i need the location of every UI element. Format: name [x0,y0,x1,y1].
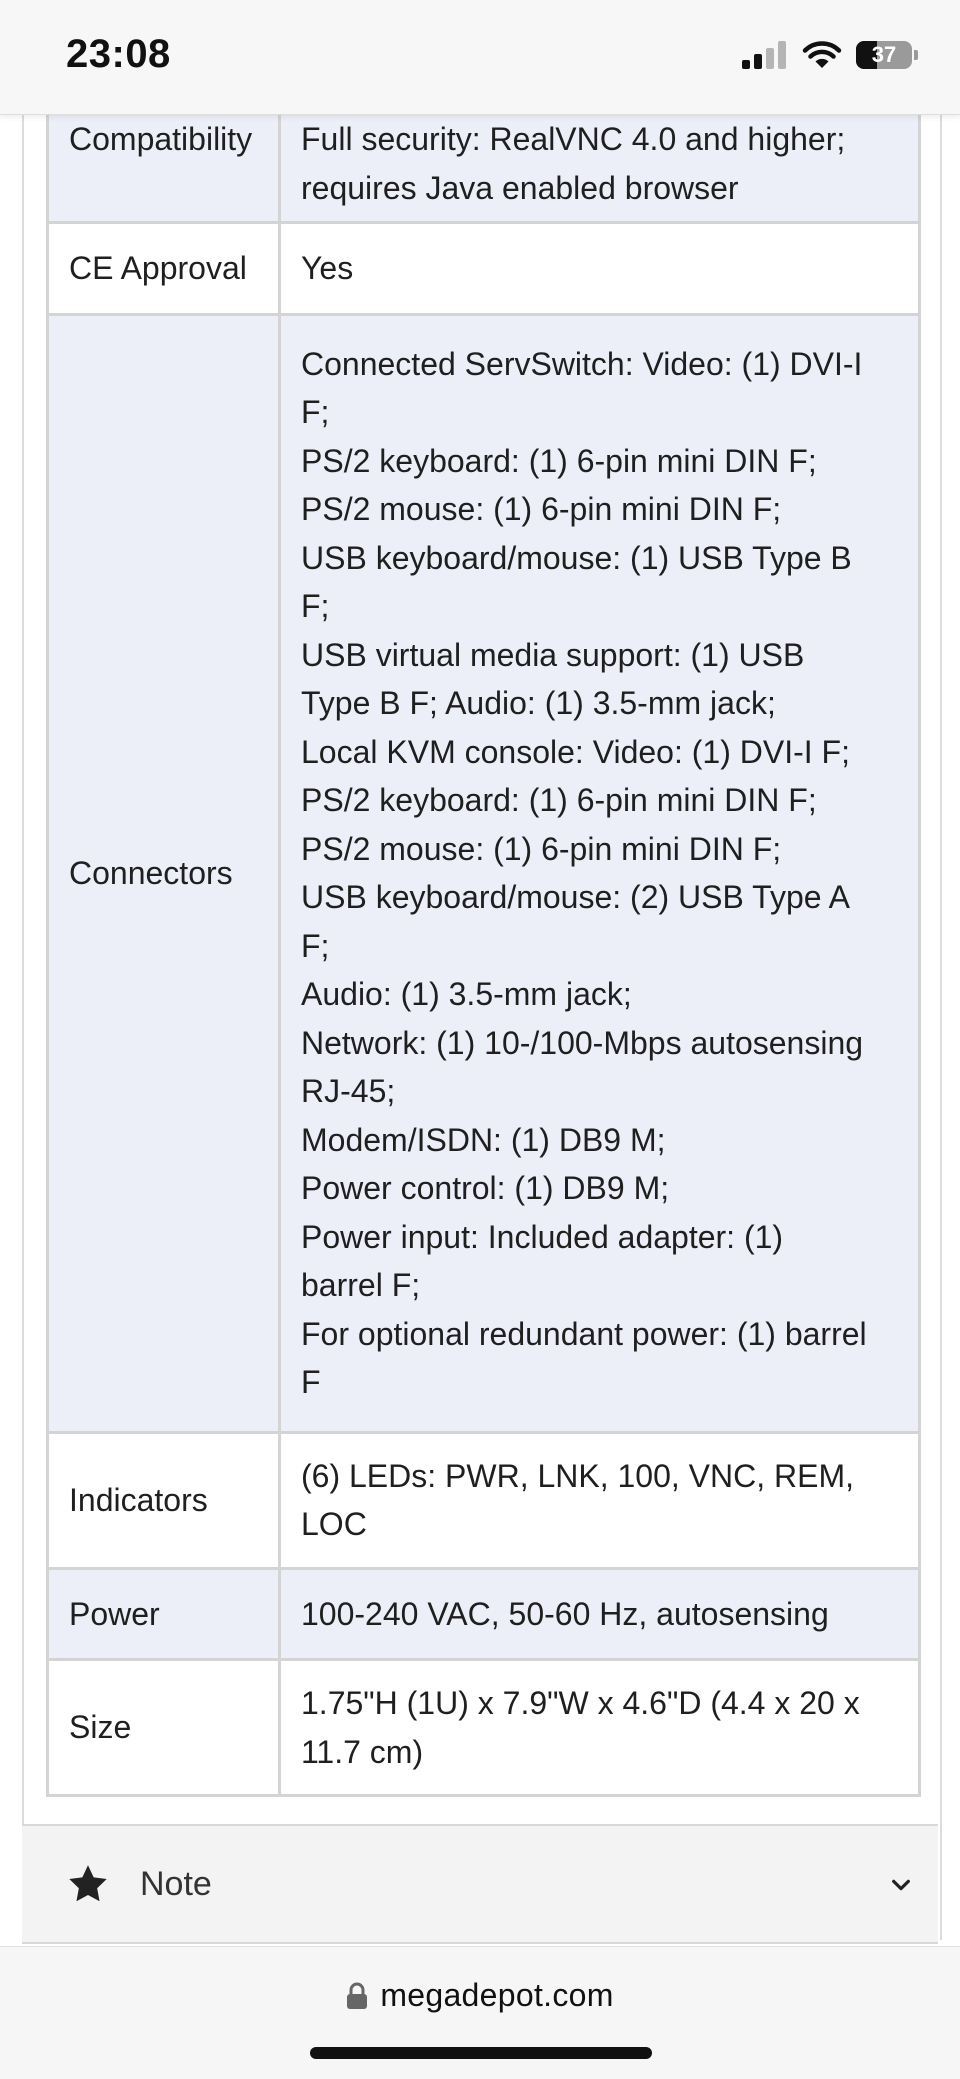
spec-value-line: Audio: (1) 3.5-mm jack; [301,976,632,1012]
spec-value: 100-240 VAC, 50-60 Hz, autosensing [278,1566,921,1661]
table-row: Connectors Connected ServSwitch: Video: … [46,312,921,1434]
url-text: megadepot.com [380,1977,614,2013]
status-time: 23:08 [66,32,171,76]
spec-value-line: Modem/ISDN: (1) DB9 M; [301,1121,666,1158]
spec-value-line: Connected ServSwitch: Video: (1) DVI-I [301,345,863,382]
spec-value-line: barrel F; [301,1267,421,1303]
wifi-icon [802,41,842,68]
spec-value-line: F [301,1364,321,1400]
spec-label: Size [46,1658,281,1797]
url-display[interactable]: megadepot.com [0,1977,960,2014]
spec-value: (6) LEDs: PWR, LNK, 100, VNC, REM, LOC [278,1430,921,1570]
spec-value-line: requires Java enabled browser [301,169,739,206]
spec-label: Connectors [46,312,281,1434]
spec-value-line: F; [301,588,330,624]
specifications-table: Compatibility Full security: RealVNC 4.0… [46,60,921,1797]
spec-value-line: Power control: (1) DB9 M; [301,1170,670,1206]
spec-value-line: LOC [301,1506,367,1542]
battery-icon: 37 [856,41,912,69]
spec-value-line: 100-240 VAC, 50-60 Hz, autosensing [301,1595,829,1632]
spec-label: Indicators [46,1430,281,1570]
spec-value: 1.75"H (1U) x 7.9"W x 4.6"D (4.4 x 20 x … [278,1658,921,1797]
spec-value-line: F; [301,927,330,964]
home-indicator[interactable] [310,2047,652,2059]
spec-value-line: USB virtual media support: (1) USB [301,636,805,673]
ios-status-bar: 23:08 37 [0,0,960,115]
chevron-down-icon[interactable] [890,1874,912,1896]
note-accordion[interactable]: Note [22,1824,938,1944]
spec-value-line: RJ-45; [301,1073,396,1109]
spec-value-line: For optional redundant power: (1) barrel [301,1315,867,1352]
browser-address-bar[interactable]: megadepot.com [0,1946,960,2079]
product-specs-card: Compatibility Full security: RealVNC 4.0… [22,0,942,1940]
status-icons: 37 [742,40,918,70]
spec-value-line: USB keyboard/mouse: (2) USB Type A [301,879,850,915]
spec-value-line: Type B F; Audio: (1) 3.5-mm jack; [301,685,776,721]
spec-value-line: Network: (1) 10-/100-Mbps autosensing [301,1024,864,1061]
cellular-signal-icon [742,41,786,69]
spec-value-line: PS/2 mouse: (1) 6-pin mini DIN F; [301,830,782,867]
table-row: Size 1.75"H (1U) x 7.9"W x 4.6"D (4.4 x … [46,1658,921,1797]
spec-value-line: USB keyboard/mouse: (1) USB Type B [301,539,852,576]
star-icon [69,1865,107,1902]
spec-label: CE Approval [46,221,281,316]
battery-tip [914,50,918,60]
spec-value-line: 1.75"H (1U) x 7.9"W x 4.6"D (4.4 x 20 x [301,1685,860,1721]
spec-value: Connected ServSwitch: Video: (1) DVI-I F… [278,312,921,1434]
spec-value-line: PS/2 mouse: (1) 6-pin mini DIN F; [301,491,782,527]
spec-value-line: Full security: RealVNC 4.0 and higher; [301,121,846,157]
lock-icon [347,1982,368,2009]
table-row: Power 100-240 VAC, 50-60 Hz, autosensing [46,1566,921,1661]
spec-value-line: (6) LEDs: PWR, LNK, 100, VNC, REM, [301,1457,855,1494]
spec-value-line: Yes [301,250,354,286]
spec-value-line: PS/2 keyboard: (1) 6-pin mini DIN F; [301,782,817,818]
spec-value-line: Power input: Included adapter: (1) [301,1218,784,1255]
table-row: Indicators (6) LEDs: PWR, LNK, 100, VNC,… [46,1430,921,1570]
spec-label: Power [46,1566,281,1661]
table-row: CE Approval Yes [46,221,921,316]
spec-value: Yes [278,221,921,316]
battery-level-fill [856,41,877,69]
battery-percentage: 37 [871,42,897,67]
spec-value-line: F; [301,394,330,430]
spec-value-line: PS/2 keyboard: (1) 6-pin mini DIN F; [301,442,817,479]
spec-value-line: 11.7 cm) [301,1733,424,1770]
spec-value-line: Local KVM console: Video: (1) DVI-I F; [301,733,850,770]
note-label: Note [140,1864,212,1903]
